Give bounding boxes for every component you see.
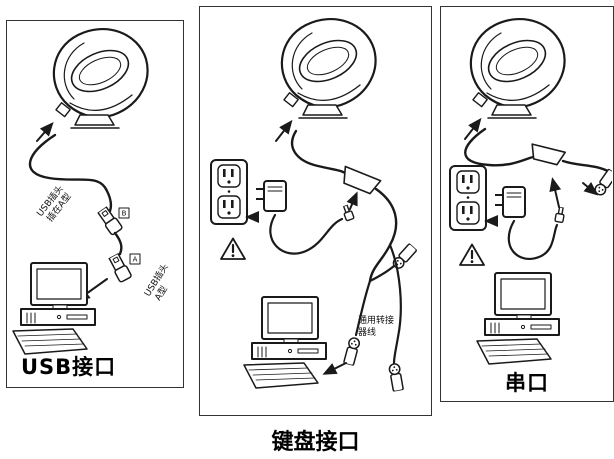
- serial-diagram: [449, 17, 612, 365]
- panel-usb-label: USB接口: [21, 355, 117, 379]
- branch-lower: [354, 279, 372, 337]
- power-barrel: [554, 206, 567, 224]
- barrel-arrow: [549, 177, 562, 208]
- scanner-cable: [464, 127, 535, 167]
- usb-connector-a: [106, 251, 133, 284]
- svg-text:A: A: [133, 256, 138, 264]
- adapter-note: 通用转接 器线: [358, 314, 394, 338]
- svg-text:B: B: [122, 210, 127, 218]
- cable-note: USB插头 插在A型: [34, 183, 74, 224]
- panel-serial-label: 串口: [505, 371, 549, 395]
- scanner-illustration: [280, 17, 377, 120]
- power-adapter: [256, 180, 287, 212]
- end-note: USB插头 A型: [141, 261, 171, 302]
- panel-keyboard: 通用转接 器线: [199, 6, 432, 416]
- scanner-illustration: [469, 17, 566, 120]
- scanner-illustration: [52, 27, 149, 130]
- power-barrel: [340, 203, 355, 222]
- wall-outlet: [210, 159, 248, 225]
- adapter-cable: [507, 219, 559, 260]
- din-connector-keyboard: [342, 336, 362, 367]
- cable-2: [113, 231, 123, 256]
- adapter-cable: [269, 213, 344, 255]
- plug-arrow: [275, 119, 293, 142]
- computer-illustration: [12, 262, 96, 355]
- panel-usb: B USB插头 插在A型 A USB插头 A型 USB接口: [6, 20, 184, 388]
- scanner-cable: [290, 129, 348, 176]
- arrow-to-keyboard: [322, 362, 347, 375]
- keyboard-diagram: 通用转接 器线: [210, 17, 418, 393]
- serial-connector-cut: [592, 167, 612, 198]
- svg-text:通用转接: 通用转接: [358, 314, 394, 326]
- plug-arrow: [464, 117, 482, 140]
- plug-arrow: [36, 121, 54, 142]
- computer-illustration: [476, 272, 560, 365]
- panel-serial: 串口: [440, 6, 614, 402]
- warning-icon: [459, 243, 485, 267]
- din-connector-lower: [387, 362, 405, 393]
- usb-diagram: B USB插头 插在A型 A USB插头 A型: [12, 27, 171, 355]
- svg-text:器线: 器线: [358, 326, 376, 338]
- power-adapter: [495, 186, 526, 218]
- branch-third: [388, 243, 402, 365]
- connector-a-letter: A: [129, 253, 141, 265]
- branch-upper: [368, 264, 396, 283]
- junction: [531, 143, 566, 166]
- warning-icon: [220, 237, 246, 261]
- connector-b-letter: B: [118, 207, 130, 219]
- barrel-arrow: [346, 191, 358, 210]
- panel-keyboard-label: 键盘接口: [271, 430, 360, 455]
- wall-outlet: [449, 165, 487, 231]
- serial-arrow: [582, 181, 599, 196]
- serial-cable-out: [561, 159, 612, 175]
- computer-illustration: [243, 296, 327, 389]
- cable: [28, 133, 113, 213]
- splitter: [343, 165, 382, 195]
